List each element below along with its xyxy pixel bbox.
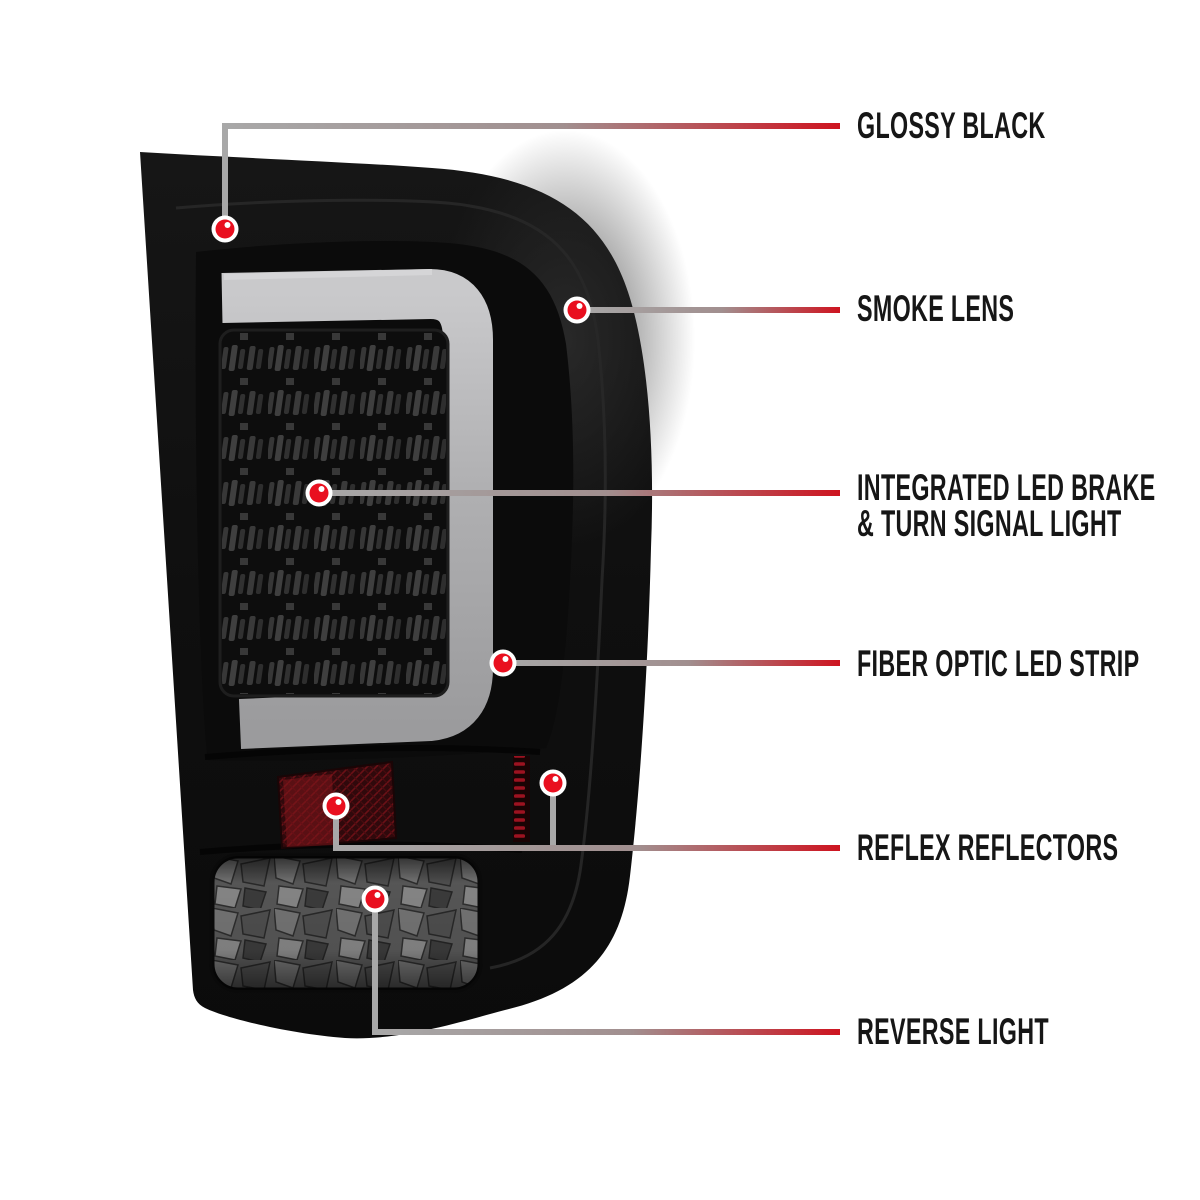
- light-bar-highlight: [223, 269, 433, 280]
- callout-label-reverse-light: REVERSE LIGHT: [857, 1011, 1162, 1052]
- callout-label-text-line2: & TURN SIGNAL LIGHT: [857, 503, 1122, 544]
- groove-upper: [204, 745, 541, 760]
- callout-label-reflex-reflectors: REFLEX REFLECTORS: [857, 827, 1200, 868]
- callout-label-text: FIBER OPTIC LED STRIP: [857, 643, 1140, 684]
- red-dot-marker-icon: [539, 769, 567, 797]
- callout-label-text: GLOSSY BLACK: [857, 105, 1046, 146]
- red-dot-marker-icon: [361, 885, 389, 913]
- reverse-light-lens: [209, 853, 483, 993]
- reflex-reflector-right: [513, 756, 530, 842]
- red-dot-marker-icon: [489, 649, 517, 677]
- tail-light-housing: [140, 130, 695, 1039]
- callout-label-text: REVERSE LIGHT: [857, 1011, 1049, 1052]
- callout-label-text: SMOKE LENS: [857, 288, 1015, 329]
- red-dot-marker-icon: [211, 215, 239, 243]
- callout-label-text: REFLEX REFLECTORS: [857, 827, 1119, 868]
- callout-label-led-brake-turn: INTEGRATED LED BRAKE & TURN SIGNAL LIGHT: [857, 467, 1200, 544]
- callout-lines: [222, 123, 840, 1035]
- red-dot-marker-icon: [563, 296, 591, 324]
- callout-label-text-line1: INTEGRATED LED BRAKE: [857, 467, 1156, 508]
- callout-markers: [211, 215, 591, 913]
- red-dot-marker-icon: [322, 792, 350, 820]
- light-bar: [221, 269, 493, 749]
- led-panel: [218, 328, 450, 698]
- red-dot-marker-icon: [305, 479, 333, 507]
- housing-inner-ridge: [175, 198, 607, 970]
- callout-label-glossy-black: GLOSSY BLACK: [857, 105, 1156, 146]
- callout-label-smoke-lens: SMOKE LENS: [857, 288, 1107, 329]
- callout-label-fiber-optic: FIBER OPTIC LED STRIP: [857, 643, 1200, 684]
